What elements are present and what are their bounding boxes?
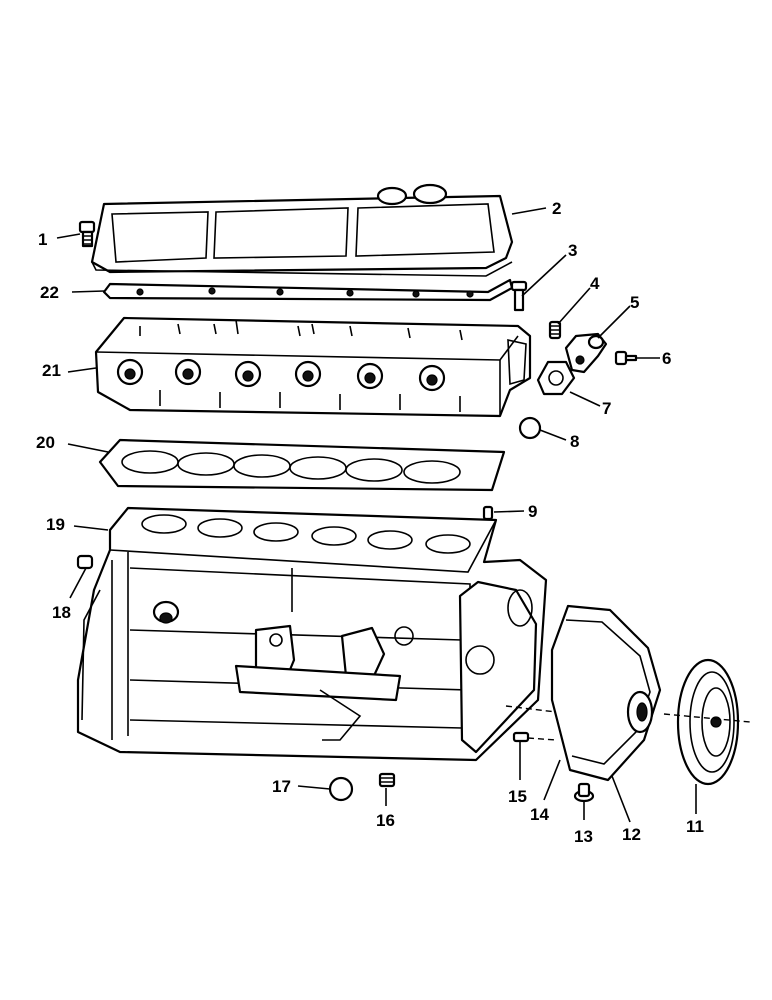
callout-7: 7: [602, 399, 611, 418]
block-plug: [76, 554, 94, 570]
alignment-lines: [505, 705, 751, 741]
callout-12: 12: [622, 825, 641, 844]
callout-20: 20: [36, 433, 55, 452]
cylinder-block: [76, 506, 548, 762]
callout-22: 22: [40, 283, 59, 302]
dowel-pin: [482, 505, 494, 521]
head-bolt: [510, 280, 528, 312]
callout-labels: 1 2 3 4 5 6 7 8 9 11 12 13 14 15 16 17 1…: [36, 199, 704, 846]
callout-8: 8: [570, 432, 579, 451]
callout-14: 14: [530, 805, 549, 824]
block-expansion-plug: [328, 776, 354, 802]
callout-4: 4: [590, 274, 600, 293]
cover-bolt: [78, 220, 96, 248]
callout-2: 2: [552, 199, 561, 218]
crankshaft-pulley: [676, 658, 740, 786]
head-gasket: [98, 438, 506, 492]
callout-11: 11: [686, 817, 704, 836]
callout-16: 16: [376, 811, 395, 830]
callout-13: 13: [574, 827, 593, 846]
callout-3: 3: [568, 241, 577, 260]
cover-gasket: [102, 278, 514, 302]
timing-dowel: [512, 731, 530, 743]
head-ports: [116, 358, 446, 392]
callout-21: 21: [42, 361, 61, 380]
thermostat-stud: [548, 320, 562, 340]
callout-15: 15: [508, 787, 527, 806]
housing-gasket: [536, 360, 576, 396]
timing-cover-bolt: [573, 782, 595, 803]
housing-screw: [614, 350, 638, 366]
thermostat-housing: [564, 332, 608, 374]
callout-19: 19: [46, 515, 65, 534]
cylinder-head: [94, 316, 532, 418]
leader-lines: [56, 207, 697, 823]
callout-18: 18: [52, 603, 71, 622]
drain-plug: [378, 772, 396, 788]
valve-cover: [90, 183, 514, 277]
callout-9: 9: [528, 502, 537, 521]
callout-17: 17: [272, 777, 291, 796]
expansion-plug: [518, 416, 542, 440]
callout-1: 1: [38, 230, 47, 249]
callout-6: 6: [662, 349, 671, 368]
callout-5: 5: [630, 293, 639, 312]
timing-cover: [550, 604, 662, 782]
